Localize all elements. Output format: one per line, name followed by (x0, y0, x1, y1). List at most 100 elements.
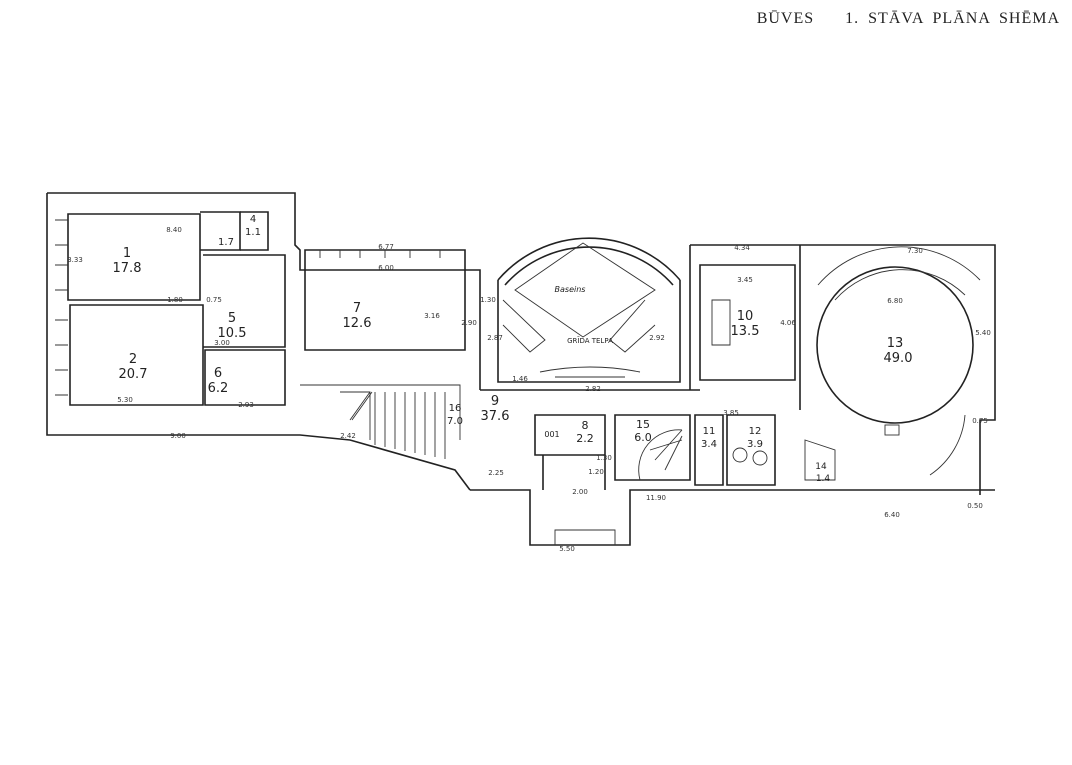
plan-text: 6.40 (884, 511, 900, 519)
room-8-label: 82.2 (576, 419, 594, 445)
plan-line (55, 219, 68, 396)
room-14-label: 141.4 (815, 462, 830, 484)
plan-text: 2.00 (572, 488, 588, 496)
plan-text: 2 (129, 352, 137, 367)
plan-line (304, 269, 466, 351)
fixture (884, 424, 900, 436)
plan-text: 6.2 (208, 381, 229, 396)
plan-line (67, 213, 201, 301)
plan-line (929, 414, 966, 476)
plan-text: 10 (737, 309, 754, 324)
plan-text: 12.6 (343, 316, 372, 331)
plan-text: 13.5 (731, 324, 760, 339)
plan-line (497, 237, 681, 281)
plan-line (817, 246, 981, 301)
plan-text: 5 (228, 311, 236, 326)
room-labels: 117.8 220.7 31.7 41.1 510.5 66.2 712.6 1… (113, 214, 913, 484)
plan-text: 2.2 (576, 432, 594, 445)
room-15-label: 156.0 (634, 418, 652, 444)
plan-line (614, 414, 691, 481)
plan-text: 6.00 (378, 264, 394, 272)
plan-text: 6.0 (634, 431, 652, 444)
plan-text: 11.90 (646, 494, 666, 502)
plan-text: 4 (250, 214, 256, 225)
plan-line (539, 366, 641, 378)
plan-line (319, 250, 441, 258)
plan-text: 16 (449, 403, 462, 414)
plan-text: 6 (214, 366, 222, 381)
room-5-label: 510.5 (218, 311, 247, 341)
plan-text: 6.80 (887, 297, 903, 305)
plan-line (542, 455, 606, 490)
plan-line (752, 450, 768, 466)
plan-line (554, 529, 616, 545)
plan-text: 3.4 (701, 439, 717, 450)
central-block (470, 389, 995, 546)
plan-line (689, 244, 996, 495)
room-7-label: 712.6 (343, 301, 372, 331)
plan-text: 1.30 (480, 296, 496, 304)
plan-text: 1.20 (588, 468, 604, 476)
plan-text: 1.46 (512, 375, 528, 383)
plan-text: 2.87 (487, 334, 503, 342)
plan-text: 1.30 (596, 454, 612, 462)
plan-text: 8.40 (166, 226, 182, 234)
plan-text: 3.00 (214, 339, 230, 347)
plan-text: 7 (353, 301, 361, 316)
plan-text: 6.77 (378, 243, 394, 251)
plan-text: 2.82 (585, 385, 601, 393)
room-11-label: 113.4 (701, 426, 717, 450)
pool-label: Baseins (555, 285, 586, 294)
plan-text: 3.16 (424, 312, 440, 320)
floor-room-label: GRĪDA TELPA (567, 336, 613, 345)
plan-text: 8 (582, 419, 589, 432)
plan-line (711, 299, 731, 346)
east-wing (689, 244, 996, 495)
plan-line (203, 254, 286, 348)
plan-text: 2.25 (488, 469, 504, 477)
west-wing-walls (46, 192, 481, 491)
plan-text: 17.8 (113, 261, 142, 276)
plan-text: 7.30 (907, 247, 923, 255)
plan-text: 9 (491, 394, 499, 409)
plan-text: 1.80 (167, 296, 183, 304)
plan-text: 13 (887, 336, 904, 351)
plan-text: 0.75 (972, 417, 988, 425)
plan-text: 1.1 (245, 227, 261, 238)
plan-text: 5.40 (975, 329, 991, 337)
plan-text: 1 (123, 246, 131, 261)
plan-text: 3.33 (67, 256, 83, 264)
plan-line (349, 391, 373, 421)
room-4-label: 41.1 (245, 214, 261, 238)
plan-text: 5.50 (559, 545, 575, 553)
plan-line (502, 299, 656, 353)
dimension-labels: 9.00 5.30 2.93 3.00 6.77 6.00 3.16 2.90 … (67, 226, 991, 553)
plan-text: 49.0 (884, 351, 913, 366)
plan-text: 12 (749, 426, 762, 437)
plan-text: 14 (815, 462, 827, 472)
plan-line (732, 447, 748, 463)
round-room (816, 266, 974, 424)
plan-line (470, 389, 995, 546)
title-part-building: BŪVES (756, 10, 815, 27)
plan-text: 20.7 (119, 367, 148, 382)
plan-text: 2.90 (461, 319, 477, 327)
plan-text: 7.0 (447, 416, 463, 427)
plan-line (726, 414, 776, 486)
plan-text: 1.7 (218, 237, 234, 248)
pool-basin (514, 242, 656, 338)
plan-text: 3.9 (747, 439, 763, 450)
plan-text: 3.45 (737, 276, 753, 284)
room-1-label: 117.8 (113, 246, 142, 276)
plan-text: 0.50 (967, 502, 983, 510)
plan-text: 2.92 (649, 334, 665, 342)
room-3-label: 31.7 (218, 237, 234, 248)
plan-text: 9.00 (170, 432, 186, 440)
room-12-label: 123.9 (747, 426, 763, 450)
room-16-label: 167.0 (447, 403, 463, 427)
plan-text: 3.85 (723, 409, 739, 417)
plan-text: 2.93 (238, 401, 254, 409)
